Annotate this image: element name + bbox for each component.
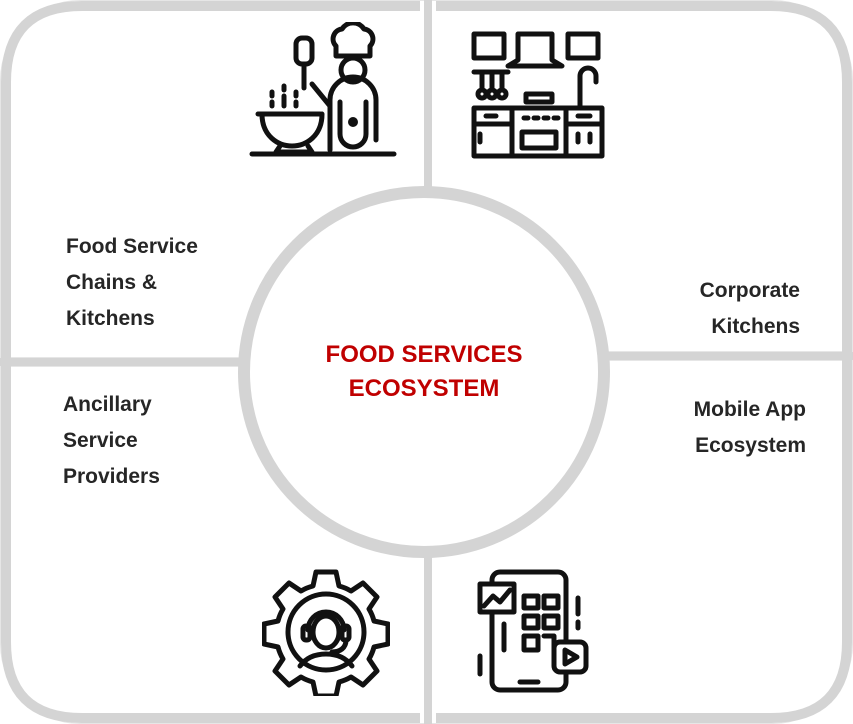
kitchen-icon — [468, 28, 608, 160]
label-line: Food Service — [66, 235, 198, 258]
label-line: Corporate — [699, 279, 800, 302]
label-ancillary-service-providers: Ancillary Service Providers — [63, 387, 160, 495]
mobile-app-icon — [474, 566, 592, 696]
center-circle: FOOD SERVICES ECOSYSTEM — [238, 186, 610, 558]
label-mobile-app-ecosystem: Mobile App Ecosystem — [694, 392, 806, 464]
label-line: Providers — [63, 465, 160, 488]
label-line: Chains & — [66, 271, 158, 294]
label-line: Ecosystem — [695, 434, 806, 457]
diagram-title-line-2: ECOSYSTEM — [348, 375, 500, 402]
label-corporate-kitchens: Corporate Kitchens — [700, 273, 800, 345]
label-line: Ancillary — [63, 393, 152, 416]
label-food-service-chains: Food Service Chains & Kitchens — [66, 229, 198, 337]
label-line: Mobile App — [693, 398, 806, 421]
diagram-title-line-1: FOOD SERVICES — [325, 341, 523, 368]
label-line: Kitchens — [66, 307, 155, 330]
customer-support-gear-icon — [261, 566, 391, 699]
label-line: Kitchens — [711, 315, 800, 338]
label-line: Service — [63, 429, 138, 452]
chef-cooking-icon — [248, 20, 398, 162]
